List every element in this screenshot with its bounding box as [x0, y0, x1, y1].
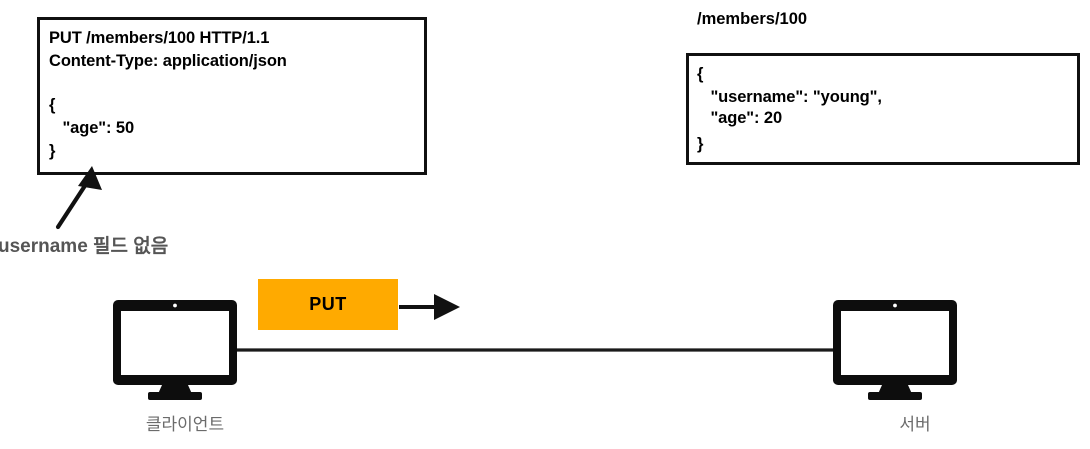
missing-username-annotation: username 필드 없음	[0, 236, 169, 257]
client-node-label: 클라이언트	[145, 415, 225, 434]
request-body-close-brace: }	[49, 142, 56, 160]
method-badge-put: PUT	[258, 279, 398, 330]
client-monitor-icon	[113, 300, 237, 400]
resource-body-close-brace: }	[697, 135, 704, 153]
http-request-box	[37, 17, 427, 175]
method-badge-label: PUT	[309, 294, 347, 314]
request-body-open-brace: {	[49, 96, 56, 114]
request-body-age-field: "age": 50	[49, 119, 135, 137]
resource-state-box	[686, 53, 1080, 165]
resource-body-age-field: "age": 20	[697, 109, 783, 127]
resource-body-username-field: "username": "young",	[697, 88, 882, 106]
request-line: PUT /members/100 HTTP/1.1	[49, 29, 270, 47]
resource-path-label: /members/100	[697, 10, 808, 28]
callout-arrow-icon	[55, 166, 102, 230]
request-header-content-type: Content-Type: application/json	[49, 52, 287, 70]
server-node-label: 서버	[899, 415, 931, 434]
resource-body-open-brace: {	[697, 65, 704, 83]
server-monitor-icon	[833, 300, 957, 400]
flow-arrow-right-icon	[399, 294, 460, 320]
